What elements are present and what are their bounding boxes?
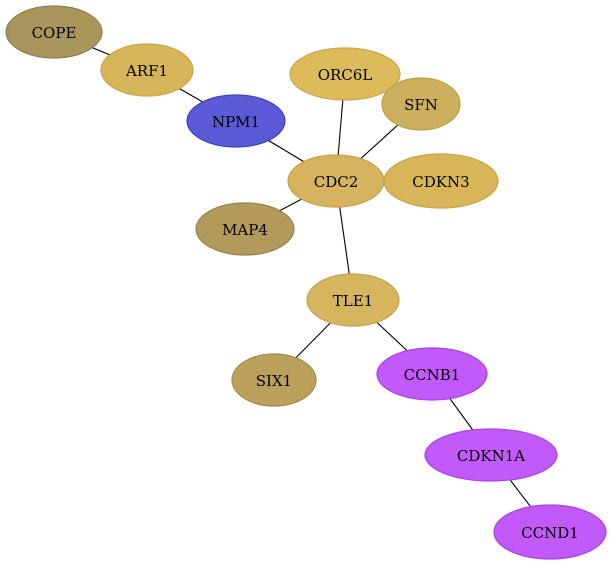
node-ccnb1[interactable]: CCNB1 bbox=[376, 347, 488, 401]
node-six1[interactable]: SIX1 bbox=[231, 353, 317, 407]
node-ellipse-cope[interactable] bbox=[5, 5, 103, 59]
node-ellipse-npm1[interactable] bbox=[186, 94, 286, 148]
node-label-arf1: ARF1 bbox=[125, 62, 168, 80]
node-ellipse-six1[interactable] bbox=[231, 353, 317, 407]
node-label-ccnd1: CCND1 bbox=[521, 524, 579, 542]
node-ellipse-tle1[interactable] bbox=[306, 273, 400, 327]
node-label-cope: COPE bbox=[32, 24, 77, 42]
node-ellipse-orc6l[interactable] bbox=[289, 47, 401, 101]
node-label-cdkn3: CDKN3 bbox=[412, 173, 469, 191]
node-label-npm1: NPM1 bbox=[212, 113, 260, 131]
node-ellipse-arf1[interactable] bbox=[100, 43, 194, 97]
node-cdc2[interactable]: CDC2 bbox=[287, 154, 385, 208]
node-ellipse-ccnd1[interactable] bbox=[493, 504, 607, 560]
node-sfn[interactable]: SFN bbox=[381, 77, 461, 131]
node-orc6l[interactable]: ORC6L bbox=[289, 47, 401, 101]
node-label-cdc2: CDC2 bbox=[314, 173, 359, 191]
node-label-orc6l: ORC6L bbox=[318, 66, 373, 84]
node-label-ccnb1: CCNB1 bbox=[404, 366, 461, 384]
node-tle1[interactable]: TLE1 bbox=[306, 273, 400, 327]
node-ellipse-cdkn3[interactable] bbox=[383, 153, 499, 209]
node-label-tle1: TLE1 bbox=[333, 292, 373, 310]
node-npm1[interactable]: NPM1 bbox=[186, 94, 286, 148]
node-ellipse-map4[interactable] bbox=[195, 202, 295, 256]
node-map4[interactable]: MAP4 bbox=[195, 202, 295, 256]
node-label-map4: MAP4 bbox=[222, 221, 268, 239]
node-label-six1: SIX1 bbox=[256, 372, 292, 390]
node-cdkn1a[interactable]: CDKN1A bbox=[424, 428, 558, 482]
node-ellipse-ccnb1[interactable] bbox=[376, 347, 488, 401]
node-label-sfn: SFN bbox=[404, 96, 438, 114]
node-ellipse-sfn[interactable] bbox=[381, 77, 461, 131]
node-ellipse-cdkn1a[interactable] bbox=[424, 428, 558, 482]
node-arf1[interactable]: ARF1 bbox=[100, 43, 194, 97]
node-ccnd1[interactable]: CCND1 bbox=[493, 504, 607, 560]
node-cope[interactable]: COPE bbox=[5, 5, 103, 59]
node-cdkn3[interactable]: CDKN3 bbox=[383, 153, 499, 209]
node-label-cdkn1a: CDKN1A bbox=[457, 447, 525, 465]
